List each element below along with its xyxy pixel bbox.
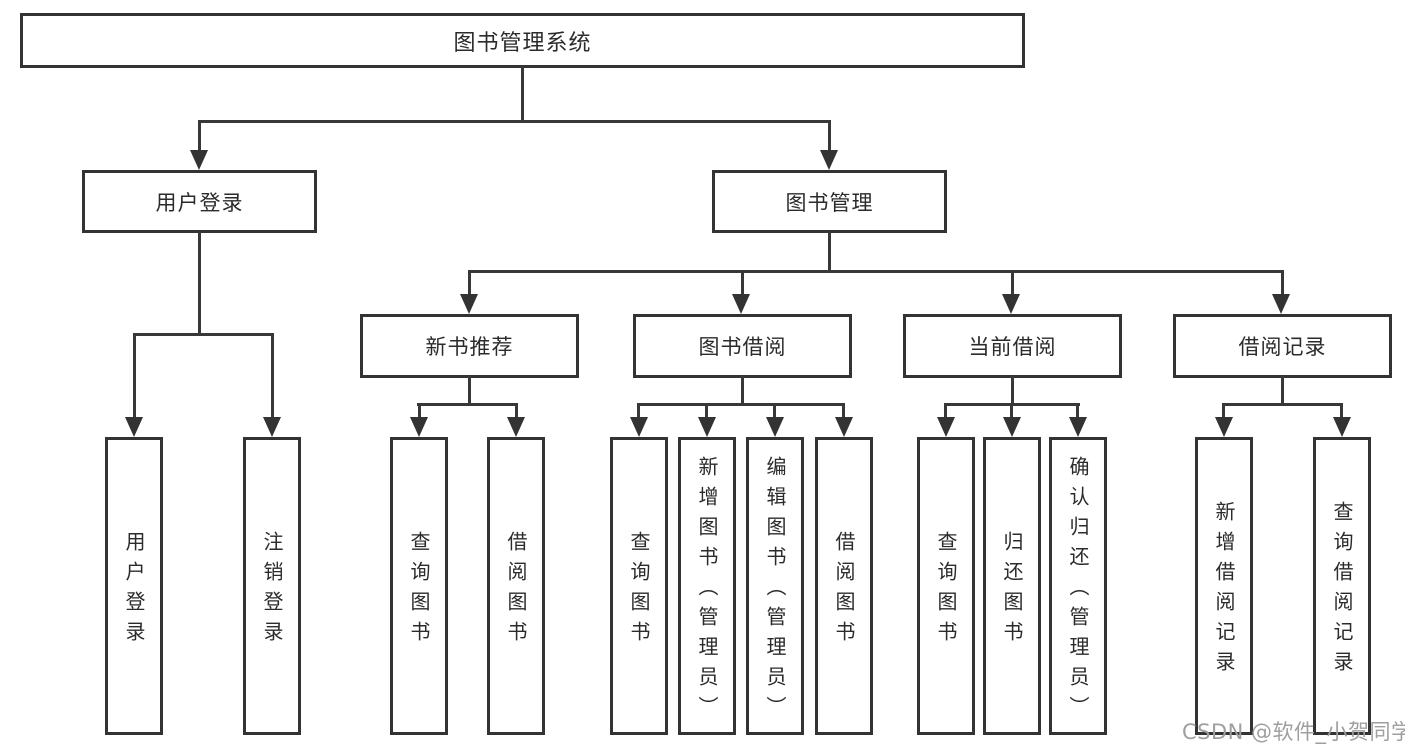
arrow-down-icon	[125, 417, 143, 437]
arrow-down-icon	[835, 417, 853, 437]
leaf-label: 查询图书	[407, 531, 431, 651]
connector-line	[1076, 403, 1079, 419]
node-label: 图书借阅	[698, 335, 787, 359]
leaf-label: 查询借阅记录	[1330, 501, 1354, 681]
connector-line	[468, 270, 1284, 273]
arrow-down-icon	[190, 150, 208, 170]
leaf-label: 用户登录	[122, 531, 146, 651]
leaf-label: 新增借阅记录	[1212, 501, 1236, 681]
connector-line	[944, 403, 947, 419]
connector-line	[515, 403, 518, 419]
leaf-borrow-books-2: 借阅图书	[815, 437, 873, 735]
connector-line	[418, 403, 421, 419]
connector-line	[637, 403, 845, 406]
leaf-edit-book-admin: 编辑图书（管理员）	[746, 437, 804, 735]
arrow-down-icon	[1069, 417, 1087, 437]
arrow-down-icon	[630, 417, 648, 437]
connector-line	[1281, 270, 1284, 296]
connector-line	[705, 403, 708, 419]
node-label: 借阅记录	[1238, 335, 1327, 359]
node-user-login: 用户登录	[82, 170, 317, 233]
connector-line	[1222, 403, 1225, 419]
leaf-label: 编辑图书（管理员）	[763, 456, 787, 726]
connector-line	[417, 403, 518, 406]
connector-line	[133, 333, 136, 419]
connector-line	[198, 120, 201, 152]
connector-line	[741, 376, 744, 406]
arrow-down-icon	[507, 417, 525, 437]
connector-line	[1340, 403, 1343, 419]
arrow-down-icon	[1215, 417, 1233, 437]
arrow-down-icon	[1333, 417, 1351, 437]
node-book-borrowing: 图书借阅	[633, 314, 852, 378]
leaf-query-books-2: 查询图书	[610, 437, 668, 735]
connector-line	[842, 403, 845, 419]
node-label: 新书推荐	[425, 335, 514, 359]
leaf-user-login: 用户登录	[105, 437, 163, 735]
connector-line	[828, 231, 831, 273]
connector-line	[468, 270, 471, 296]
connector-line	[198, 120, 831, 123]
arrow-down-icon	[820, 150, 838, 170]
leaf-label: 借阅图书	[504, 531, 528, 651]
leaf-label: 借阅图书	[832, 531, 856, 651]
leaf-label: 注销登录	[260, 531, 284, 651]
connector-line	[828, 120, 831, 152]
connector-line	[1222, 403, 1343, 406]
arrow-down-icon	[263, 417, 281, 437]
connector-line	[741, 270, 744, 296]
connector-line	[1010, 403, 1013, 419]
arrow-down-icon	[1272, 294, 1290, 314]
node-borrow-records: 借阅记录	[1173, 314, 1392, 378]
node-label: 图书管理	[785, 190, 874, 215]
arrow-down-icon	[766, 417, 784, 437]
arrow-down-icon	[460, 294, 478, 314]
leaf-label: 确认归还（管理员）	[1066, 456, 1090, 726]
connector-line	[637, 403, 640, 419]
connector-line	[468, 376, 471, 406]
leaf-query-books-1: 查询图书	[390, 437, 448, 735]
connector-line	[1011, 376, 1014, 406]
leaf-label: 查询图书	[627, 531, 651, 651]
leaf-label: 新增图书（管理员）	[695, 456, 719, 726]
connector-line	[198, 231, 201, 336]
connector-line	[521, 66, 524, 123]
node-label: 用户登录	[155, 190, 244, 215]
node-new-book-recommend: 新书推荐	[360, 314, 579, 378]
leaf-confirm-return-admin: 确认归还（管理员）	[1049, 437, 1107, 735]
node-label: 当前借阅	[968, 335, 1057, 359]
leaf-return-book: 归还图书	[983, 437, 1041, 735]
connector-line	[773, 403, 776, 419]
arrow-down-icon	[937, 417, 955, 437]
arrow-down-icon	[732, 294, 750, 314]
node-current-borrowing: 当前借阅	[903, 314, 1122, 378]
connector-line	[1011, 270, 1014, 296]
arrow-down-icon	[1003, 417, 1021, 437]
leaf-borrow-books-1: 借阅图书	[487, 437, 545, 735]
arrow-down-icon	[410, 417, 428, 437]
arrow-down-icon	[1002, 294, 1020, 314]
node-label: 图书管理系统	[453, 30, 592, 56]
leaf-add-borrow-record: 新增借阅记录	[1195, 437, 1253, 735]
leaf-logout: 注销登录	[243, 437, 301, 735]
leaf-label: 查询图书	[934, 531, 958, 651]
connector-line	[1281, 376, 1284, 406]
leaf-add-book-admin: 新增图书（管理员）	[678, 437, 736, 735]
connector-line	[133, 333, 274, 336]
connector-line	[271, 333, 274, 419]
node-book-management: 图书管理	[712, 170, 947, 233]
leaf-query-borrow-record: 查询借阅记录	[1313, 437, 1371, 735]
leaf-label: 归还图书	[1000, 531, 1024, 651]
node-library-system: 图书管理系统	[20, 13, 1025, 68]
watermark: CSDN @软件_小贺同学	[1182, 720, 1405, 744]
arrow-down-icon	[698, 417, 716, 437]
leaf-query-books-3: 查询图书	[917, 437, 975, 735]
